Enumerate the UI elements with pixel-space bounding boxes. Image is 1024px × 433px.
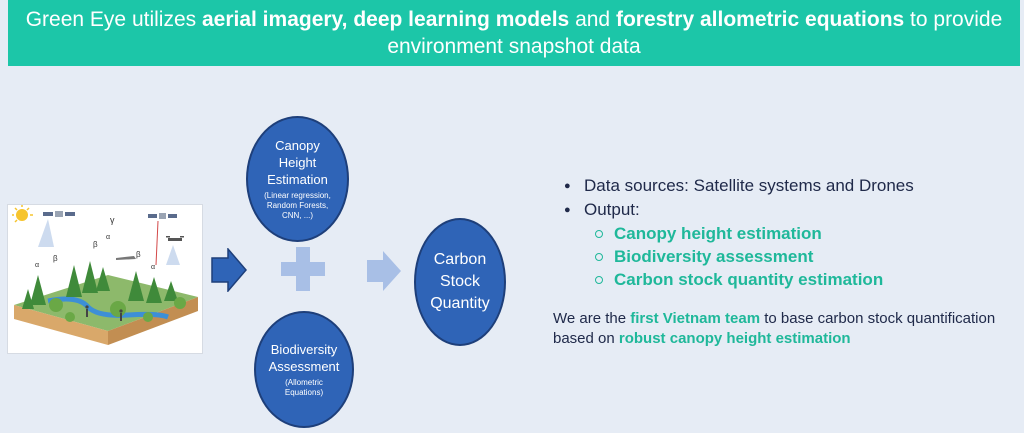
bullet-output: Output: xyxy=(562,198,914,222)
arrow-right-icon xyxy=(211,248,247,292)
scene-symbol: β xyxy=(93,240,98,249)
forest-landscape-image: γ β α β α β α xyxy=(12,205,198,345)
team-statement: We are the first Vietnam team to base ca… xyxy=(553,309,1003,349)
sun-rays xyxy=(12,205,33,223)
node-title: Biodiversity Assessment xyxy=(268,342,340,374)
person-icon xyxy=(85,305,89,317)
banner-bold-1: aerial imagery, deep learning models xyxy=(201,8,570,31)
scene-symbol: α xyxy=(151,264,155,271)
header-banner: Green Eye utilizes aerial imagery, deep … xyxy=(8,0,1020,66)
bullet-data-sources: Data sources: Satellite systems and Dron… xyxy=(562,174,914,198)
scene-symbol: β xyxy=(53,254,58,263)
statement-text-1: We are the xyxy=(553,310,631,327)
drone-beam xyxy=(166,245,180,265)
soil-right xyxy=(108,297,198,345)
node-canopy-height-estimation: Canopy Height Estimation (Linear regress… xyxy=(246,116,349,242)
arrow-right-icon-2 xyxy=(367,251,401,291)
scene-symbol: β xyxy=(136,250,141,259)
scene-symbol: α xyxy=(106,234,110,241)
drone-icon xyxy=(166,236,184,241)
trees xyxy=(22,261,178,309)
node-biodiversity-assessment: Biodiversity Assessment (Allometric Equa… xyxy=(254,311,354,428)
statement-highlight-2: robust canopy height estimation xyxy=(618,330,851,347)
satellite-icon xyxy=(43,211,75,217)
soil-left xyxy=(14,305,108,345)
sun-icon xyxy=(16,209,28,221)
statement-highlight-1: first Vietnam team xyxy=(630,310,761,327)
plane-icon xyxy=(116,256,136,260)
output-item: Canopy height estimation xyxy=(562,222,914,245)
node-title: Carbon Stock Quantity xyxy=(430,251,490,312)
bullet-list: Data sources: Satellite systems and Dron… xyxy=(562,174,914,291)
output-item: Carbon stock quantity estimation xyxy=(562,268,914,291)
node-carbon-stock-quantity: Carbon Stock Quantity xyxy=(414,218,506,346)
plus-icon xyxy=(281,247,325,291)
node-subtitle: (Allometric Equations) xyxy=(284,378,324,397)
banner-text-2: and xyxy=(569,8,616,31)
lidar-beam xyxy=(155,220,159,266)
aerial-imagery-illustration: γ β α β α β α xyxy=(7,204,203,354)
satellite-icon-2 xyxy=(148,213,177,219)
statement-text-2: to base carbon stock quantification base… xyxy=(553,310,996,347)
banner-text-1: Green Eye utilizes xyxy=(25,8,202,31)
banner-text-3: to provide environment snapshot data xyxy=(387,8,1003,58)
sensor-beam xyxy=(38,219,54,247)
scene-symbol: γ xyxy=(110,215,115,225)
node-title: Canopy Height Estimation xyxy=(267,138,328,187)
node-subtitle: (Linear regression, Random Forests, CNN,… xyxy=(264,191,331,220)
scene-symbol: α xyxy=(35,262,39,269)
river xyxy=(47,296,169,320)
person-icon-2 xyxy=(119,309,123,321)
output-item: Biodiversity assessment xyxy=(562,245,914,268)
banner-bold-2: forestry allometric equations xyxy=(615,8,905,31)
